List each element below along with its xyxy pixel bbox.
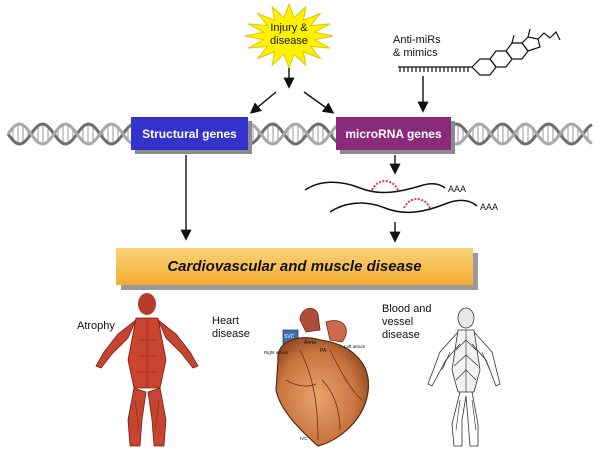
anti-mirs-line2: & mimics xyxy=(393,47,438,59)
mrna-transcripts xyxy=(304,180,478,214)
poly-a-tail-2: AAA xyxy=(480,202,499,212)
heart-disease-label: Heart disease xyxy=(212,315,250,341)
heart-label-right-atrium: Right atrium xyxy=(264,350,289,355)
mrna-strand-2 xyxy=(329,199,478,214)
muscle-figure-image xyxy=(95,293,199,447)
heart-disease-line1: Heart xyxy=(212,315,239,327)
injury-label-line1: Injury & xyxy=(270,22,308,34)
arrows xyxy=(180,68,429,243)
heart-label-pa: PA xyxy=(320,348,327,354)
dna-strand-a xyxy=(6,122,593,146)
blood-vessel-label: Blood and vessel disease xyxy=(382,303,432,342)
blood-vessel-line2: vessel xyxy=(382,316,414,328)
disease-banner xyxy=(116,248,478,290)
structural-genes-box xyxy=(131,117,252,154)
heart-anatomy-image: SVC Aorta PA Left atrium Right atrium IV… xyxy=(262,305,372,448)
blood-vessel-line1: Blood and xyxy=(382,303,432,315)
blood-vessel-line3: disease xyxy=(382,329,420,341)
poly-a-tail-1: AAA xyxy=(448,184,467,194)
injury-starburst xyxy=(244,2,334,70)
heart-label-ivc: IVC xyxy=(300,436,308,441)
anti-mirs-label: Anti-miRs & mimics xyxy=(393,34,441,60)
structural-genes-label: Structural genes xyxy=(142,126,237,141)
injury-label-line2: disease xyxy=(270,35,308,47)
injury-label: Injury & disease xyxy=(262,22,316,48)
mrna-strand-1 xyxy=(304,181,446,194)
mirna-loop-1 xyxy=(371,180,399,191)
anti-mir-molecule-icon xyxy=(398,28,561,76)
vascular-figure-image xyxy=(427,307,501,447)
microrna-genes-label: microRNA genes xyxy=(345,126,442,141)
dna-helix xyxy=(6,122,593,146)
mirna-loop-2 xyxy=(403,198,431,209)
heart-label-svc: SVC xyxy=(284,334,295,340)
anti-mirs-line1: Anti-miRs xyxy=(393,34,441,46)
atrophy-label: Atrophy xyxy=(77,320,115,332)
disease-banner-text: Cardiovascular and muscle disease xyxy=(167,258,422,275)
arrow-to-microrna xyxy=(303,91,335,114)
microrna-genes-box xyxy=(336,117,455,154)
dna-strand-b xyxy=(6,122,593,146)
heart-disease-line2: disease xyxy=(212,328,250,340)
heart-label-left-atrium: Left atrium xyxy=(344,344,366,349)
arrow-to-structural xyxy=(249,91,277,114)
heart-label-aorta: Aorta xyxy=(304,340,316,346)
